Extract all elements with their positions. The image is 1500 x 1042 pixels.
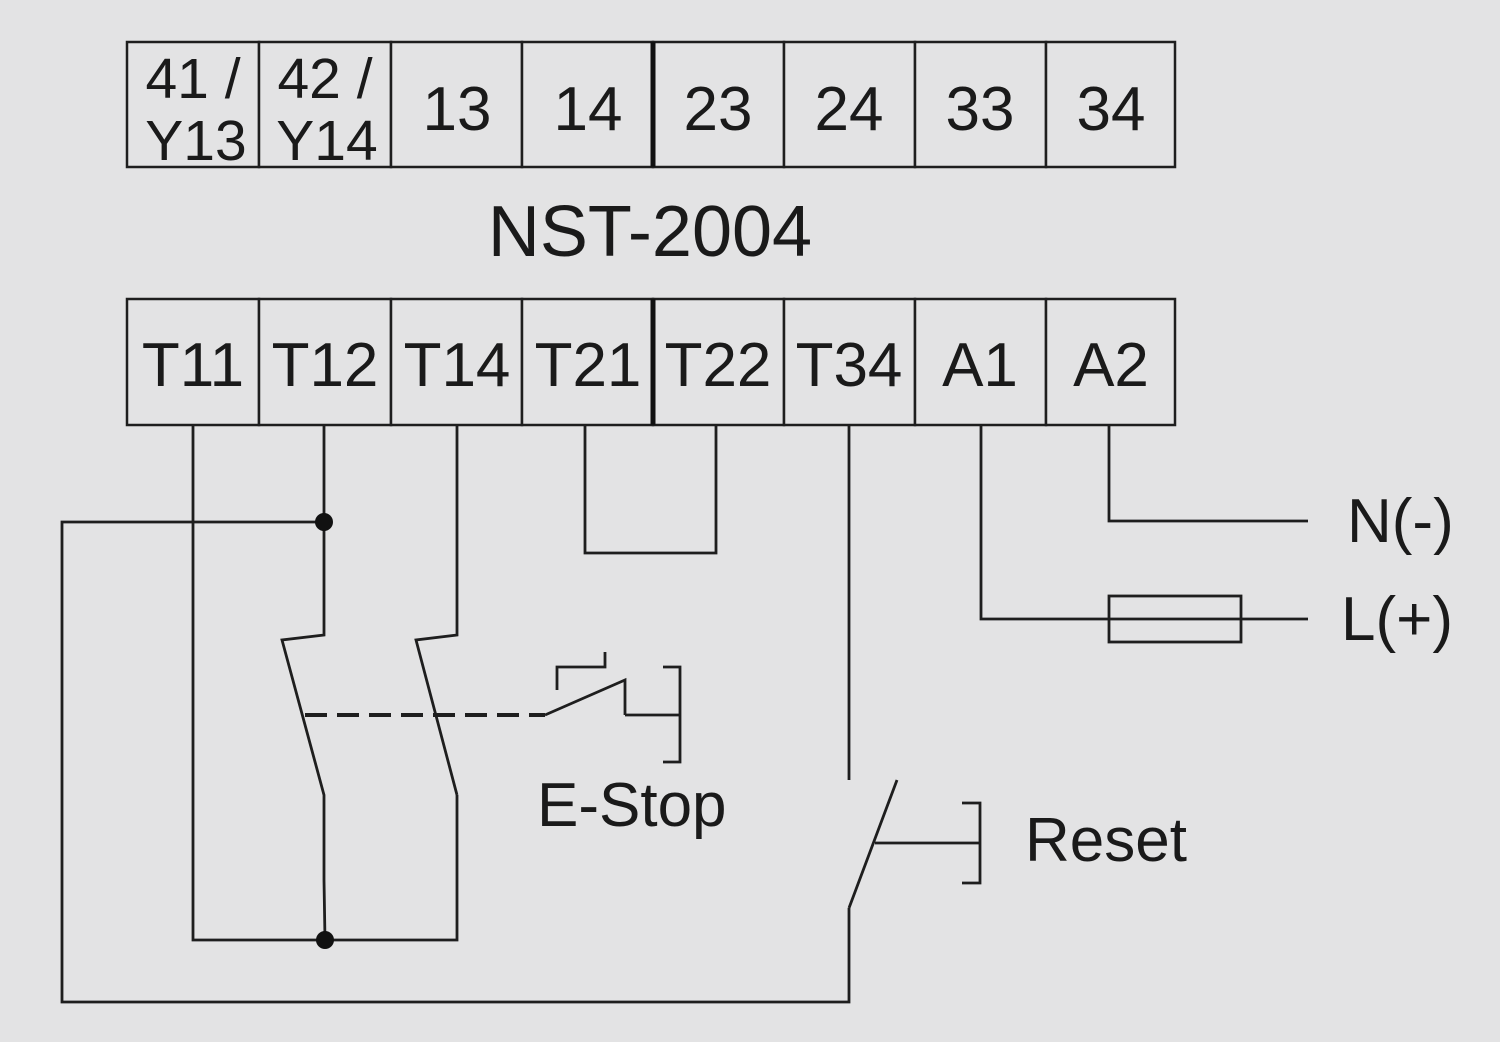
bottom-terminal-cell (1044, 297, 1177, 427)
estop-contact-2 (414, 425, 459, 796)
bottom-terminal-strip: T11 T12 T14 T21 T22 T34 A1 A2 (125, 297, 1177, 427)
top-terminal-label: 14 (554, 75, 623, 144)
top-terminal-label: 34 (1077, 75, 1146, 144)
top-terminal-label: 33 (946, 75, 1015, 144)
terminal-label-t11: T11 (142, 331, 244, 400)
bottom-terminal-cell (913, 297, 1048, 427)
bottom-terminal-cell (782, 297, 917, 427)
bottom-terminal-cell (257, 297, 393, 427)
estop-label: E-Stop (537, 771, 727, 840)
top-terminal-label: 42 / (277, 47, 372, 111)
terminal-label-t12: T12 (272, 331, 379, 400)
neutral-label: N(-) (1347, 487, 1454, 556)
terminal-label-t22: T22 (665, 331, 772, 400)
junction-dot (316, 931, 334, 949)
jumper-t21-t22 (583, 425, 718, 555)
top-terminal-label: 23 (684, 75, 753, 144)
fuse-symbol (1107, 594, 1243, 644)
wire-a1-line (979, 425, 1308, 621)
top-terminal-label: 24 (815, 75, 884, 144)
top-terminal-label: 41 / (145, 47, 240, 111)
reset-label: Reset (1025, 806, 1187, 875)
terminal-label-t34: T34 (796, 331, 903, 400)
bottom-terminal-cell (125, 297, 261, 427)
top-terminal-label: 13 (423, 75, 492, 144)
device-model-title: NST-2004 (488, 192, 812, 272)
top-terminal-label: Y13 (145, 109, 246, 173)
estop-actuator (544, 652, 682, 764)
wire-a2-neutral (1107, 425, 1308, 523)
wire-outer-loop (60, 520, 851, 1004)
terminal-label-a1: A1 (942, 331, 1018, 400)
top-terminal-cell (125, 40, 261, 169)
terminal-label-a2: A2 (1073, 331, 1149, 400)
reset-switch (847, 425, 982, 909)
top-terminal-strip: 41 / Y13 42 / Y14 13 14 23 24 33 34 (125, 40, 1177, 173)
junction-dot (315, 513, 333, 531)
line-label: L(+) (1341, 585, 1453, 654)
bottom-terminal-cell (389, 297, 524, 427)
terminal-label-t14: T14 (404, 331, 511, 400)
top-terminal-cell (651, 40, 786, 169)
top-terminal-cell (782, 40, 917, 169)
top-terminal-cell (389, 40, 524, 169)
top-terminal-cell (257, 40, 393, 169)
estop-contact-1 (280, 522, 327, 941)
terminal-label-t21: T21 (535, 331, 642, 400)
top-terminal-cell (913, 40, 1048, 169)
top-terminal-label: Y14 (276, 109, 377, 173)
top-terminal-cell (1044, 40, 1177, 169)
wiring (60, 425, 1308, 1004)
